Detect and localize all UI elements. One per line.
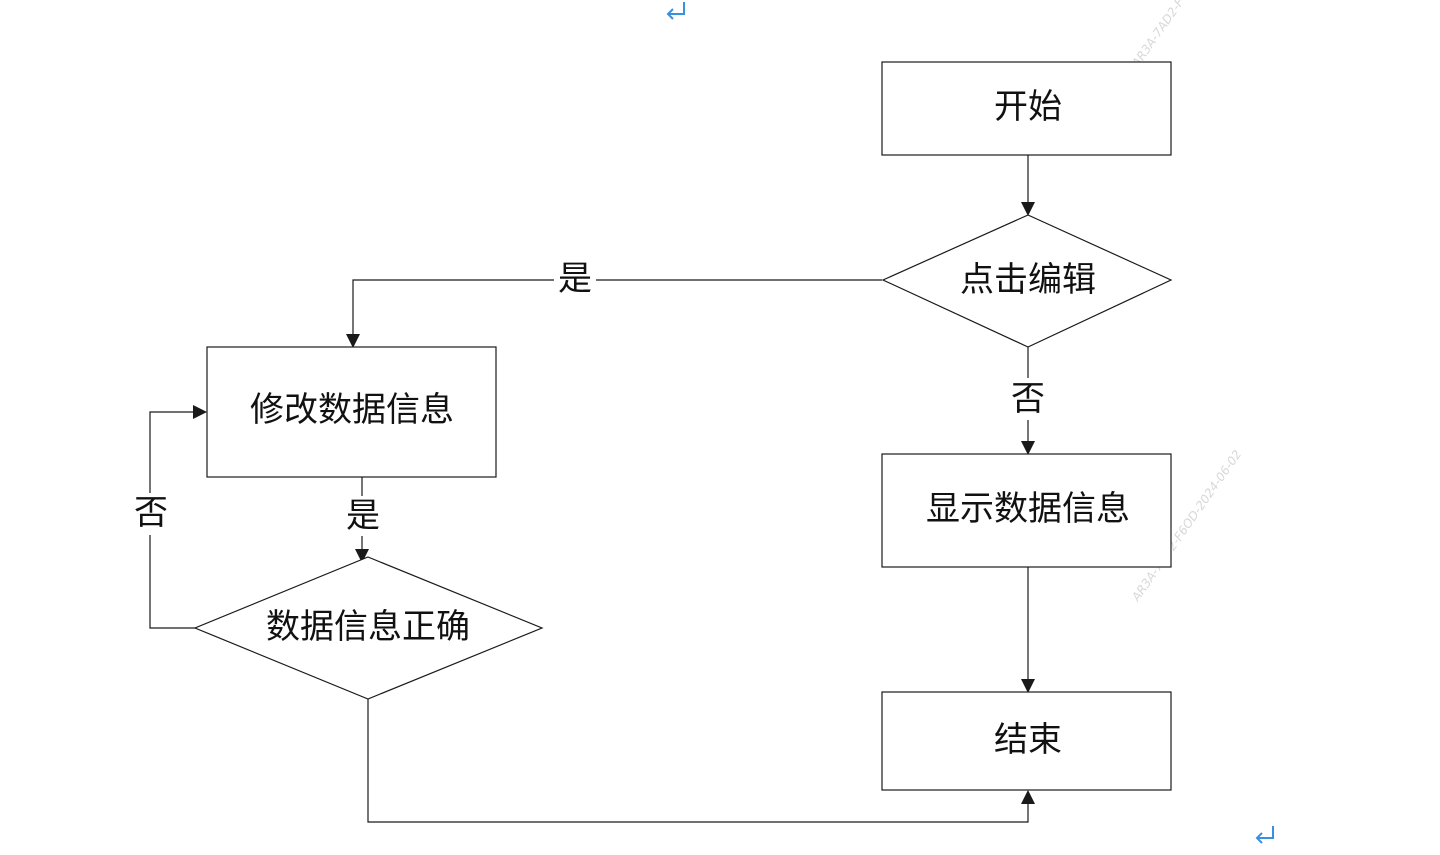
edge-label-click-edit-yes-text: 是 (558, 259, 592, 299)
edge-label-click-edit-no: 否 (1006, 378, 1050, 420)
node-info-correct: 数据信息正确 (193, 556, 544, 700)
connector-click-edit-yes (346, 279, 882, 348)
edge-label-modify-yes-text: 是 (346, 496, 380, 536)
paragraph-mark-icon (666, 2, 685, 20)
node-show-info-label: 显示数据信息 (926, 489, 1130, 529)
node-show-info: 显示数据信息 (881, 453, 1172, 568)
node-end: 结束 (881, 691, 1172, 791)
edge-label-correct-no: 否 (129, 493, 173, 535)
edge-label-click-edit-yes: 是 (554, 259, 596, 299)
paragraph-mark-icon (1255, 826, 1274, 844)
node-info-correct-label: 数据信息正确 (266, 607, 470, 647)
edge-label-click-edit-no-text: 否 (1011, 379, 1045, 419)
node-click-edit: 点击编辑 (881, 214, 1173, 348)
edge-label-correct-no-text: 否 (134, 493, 168, 533)
node-start-label: 开始 (994, 87, 1062, 127)
edge-label-modify-yes: 是 (341, 496, 385, 536)
node-start: 开始 (881, 61, 1172, 156)
node-end-label: 结束 (994, 720, 1062, 760)
node-click-edit-label: 点击编辑 (960, 260, 1096, 300)
watermark-top: AR3A-7AD2-F (1128, 0, 1187, 71)
node-modify-info: 修改数据信息 (206, 346, 497, 478)
connector-correct-to-end (367, 699, 1035, 823)
node-modify-info-label: 修改数据信息 (250, 390, 454, 430)
